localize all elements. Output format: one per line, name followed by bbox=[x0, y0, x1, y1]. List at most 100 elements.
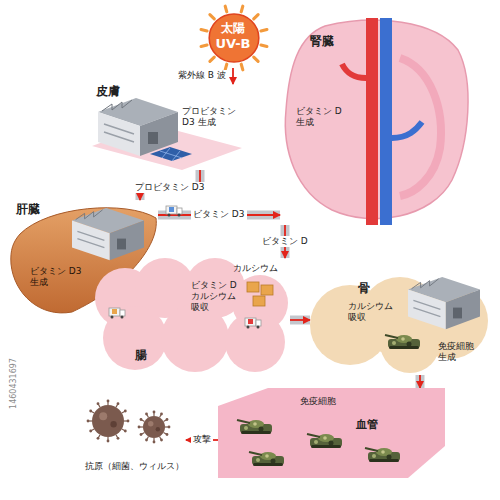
sun-ray bbox=[254, 15, 258, 19]
camo-spot bbox=[372, 454, 376, 458]
tank bbox=[365, 448, 400, 462]
edge-label: 攻撃 bbox=[191, 434, 213, 445]
camo-spot bbox=[265, 454, 269, 458]
virus-spike-tip bbox=[140, 418, 143, 421]
flow-arrow bbox=[290, 319, 310, 321]
virus-spike-tip bbox=[107, 400, 110, 403]
factory bbox=[98, 98, 178, 156]
virus-spike-tip bbox=[153, 441, 156, 444]
tank-track bbox=[241, 431, 271, 434]
tank-track bbox=[369, 459, 399, 462]
tank-barrel bbox=[385, 335, 398, 338]
camo-spot bbox=[259, 427, 264, 432]
virus-spot bbox=[156, 427, 160, 431]
flow-connector bbox=[233, 68, 234, 84]
camo-spot bbox=[392, 341, 396, 345]
tank-barrel bbox=[249, 452, 262, 455]
sun-ray bbox=[201, 45, 207, 47]
factory-roof-ridge bbox=[412, 279, 439, 289]
node-heading: 肝臓 bbox=[16, 202, 40, 216]
virus-spike-tip bbox=[168, 426, 171, 429]
virus-spike-tip bbox=[160, 413, 163, 416]
vein bbox=[380, 18, 392, 225]
sun-ray bbox=[225, 6, 227, 12]
node-text: 免疫細胞 生成 bbox=[438, 341, 482, 363]
virus-spike-tip bbox=[160, 439, 163, 442]
camo-spot bbox=[256, 458, 260, 462]
node-text: カルシウム bbox=[233, 263, 278, 274]
road bbox=[290, 316, 310, 325]
virus-spot bbox=[110, 421, 116, 427]
node-heading: 血管 bbox=[356, 418, 378, 431]
flow-arrow bbox=[419, 375, 421, 388]
antigen-group: 抗原（細菌、ウィルス） bbox=[82, 395, 186, 480]
virus-spike-tip bbox=[89, 410, 92, 413]
virus-body bbox=[143, 416, 165, 438]
camo-spot bbox=[253, 422, 257, 426]
tank-barrel bbox=[237, 420, 250, 423]
watermark-number: 1460431697 bbox=[9, 347, 18, 421]
virus-spike-tip bbox=[127, 420, 130, 423]
blood-vessel-area: 血管免疫細胞 bbox=[218, 388, 445, 478]
node-heading: 腎臓 bbox=[310, 34, 334, 48]
factory-gate bbox=[453, 308, 462, 319]
calcium-crate bbox=[247, 282, 259, 292]
factory-roof-ridge bbox=[102, 100, 132, 111]
truck-cab bbox=[177, 208, 182, 214]
truck-wheel bbox=[168, 214, 171, 217]
solar-panel bbox=[150, 147, 192, 161]
camo-spot bbox=[329, 441, 334, 446]
truck-load bbox=[112, 309, 117, 314]
virus-spike-tip bbox=[124, 410, 127, 413]
truck bbox=[109, 308, 125, 319]
truck-cab bbox=[256, 320, 261, 326]
truck-wheel bbox=[257, 326, 260, 329]
node-heading: 骨 bbox=[358, 281, 370, 295]
factory bbox=[408, 277, 480, 329]
sun-circle: 太陽UV-B bbox=[203, 8, 265, 68]
intestine-body bbox=[225, 312, 285, 372]
factory-window bbox=[77, 231, 104, 247]
calcium-crate bbox=[253, 296, 265, 306]
sun-ray bbox=[261, 29, 267, 31]
virus-spot bbox=[99, 412, 107, 420]
node-heading: 腸 bbox=[135, 348, 147, 362]
intestine-body bbox=[161, 304, 229, 372]
truck-cargo bbox=[245, 318, 256, 326]
tank bbox=[237, 420, 272, 434]
truck-load bbox=[169, 207, 174, 212]
solar-panel-grid bbox=[160, 148, 182, 161]
camo-spot bbox=[407, 342, 412, 347]
factory-window bbox=[413, 300, 440, 316]
factory-wall bbox=[72, 221, 110, 261]
factory-window bbox=[104, 124, 134, 142]
factory bbox=[72, 208, 144, 260]
virus-spike-tip bbox=[87, 420, 90, 423]
virus-spike-tip bbox=[153, 411, 156, 414]
bone-area-outline bbox=[310, 275, 488, 375]
truck-cab bbox=[120, 310, 125, 316]
virus-spike-tip bbox=[107, 440, 110, 443]
camo-spot bbox=[314, 440, 318, 444]
virus-spot bbox=[148, 421, 154, 427]
camo-spot bbox=[244, 426, 248, 430]
factory-wall bbox=[408, 290, 446, 330]
sun-ray bbox=[225, 64, 227, 70]
node-text: プロビタミン D3 生成 bbox=[182, 106, 240, 128]
virus bbox=[138, 411, 171, 444]
truck bbox=[166, 206, 182, 217]
truck-wheel bbox=[247, 326, 250, 329]
virus-spike-tip bbox=[97, 402, 100, 405]
truck-load bbox=[248, 319, 253, 324]
tank bbox=[249, 452, 284, 466]
blood-vessel-body bbox=[218, 388, 445, 478]
flow-connector bbox=[290, 320, 310, 321]
edge-label: ビタミン D3 bbox=[191, 209, 247, 220]
node-text: カルシウム 吸収 bbox=[348, 301, 398, 323]
artery bbox=[366, 18, 378, 225]
bone-area: 骨カルシウム 吸収免疫細胞 生成 bbox=[310, 275, 488, 375]
virus-spike-tip bbox=[138, 426, 141, 429]
skin-area: 皮膚プロビタミン D3 生成 bbox=[92, 84, 242, 170]
tank-track bbox=[311, 445, 341, 448]
virus-spike-tip bbox=[117, 437, 120, 440]
